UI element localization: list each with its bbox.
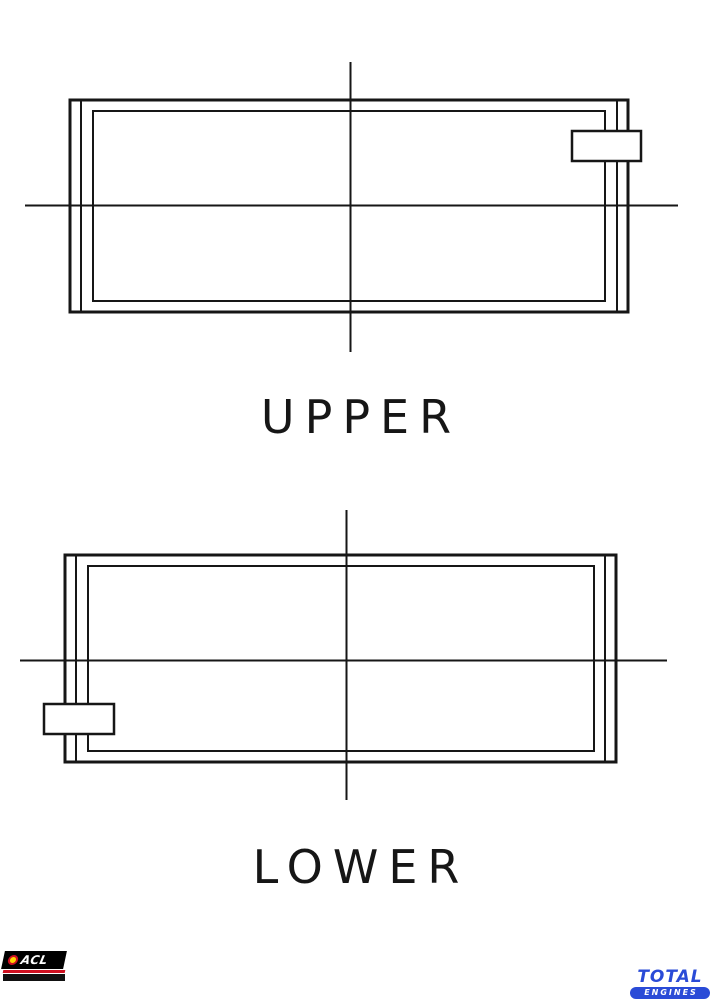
lower-locating-tab <box>42 702 116 736</box>
acl-logo-plate: ACL <box>1 951 67 969</box>
upper-label: UPPER <box>260 390 462 444</box>
total-engines-wordmark: TOTAL <box>637 967 703 987</box>
total-engines-subtitle-pill: ENGINES <box>630 987 710 999</box>
acl-wordmark: ACL <box>19 953 50 967</box>
acl-red-stripe <box>2 970 66 973</box>
lower-shell-outline <box>63 553 618 764</box>
lower-shell-inner-line <box>87 565 595 752</box>
acl-badge-icon <box>6 955 20 965</box>
lower-bearing-drawing <box>20 510 667 800</box>
upper-shell-outline <box>68 98 630 314</box>
lower-label: LOWER <box>252 840 470 894</box>
acl-subbar <box>3 974 65 981</box>
total-engines-logo: TOTAL ENGINES <box>630 969 710 999</box>
upper-bearing-drawing <box>25 62 678 352</box>
total-engines-subtitle: ENGINES <box>644 988 698 997</box>
upper-shell-inner-line <box>92 110 606 302</box>
upper-locating-tab <box>570 129 643 163</box>
acl-logo: ACL <box>1 951 67 981</box>
